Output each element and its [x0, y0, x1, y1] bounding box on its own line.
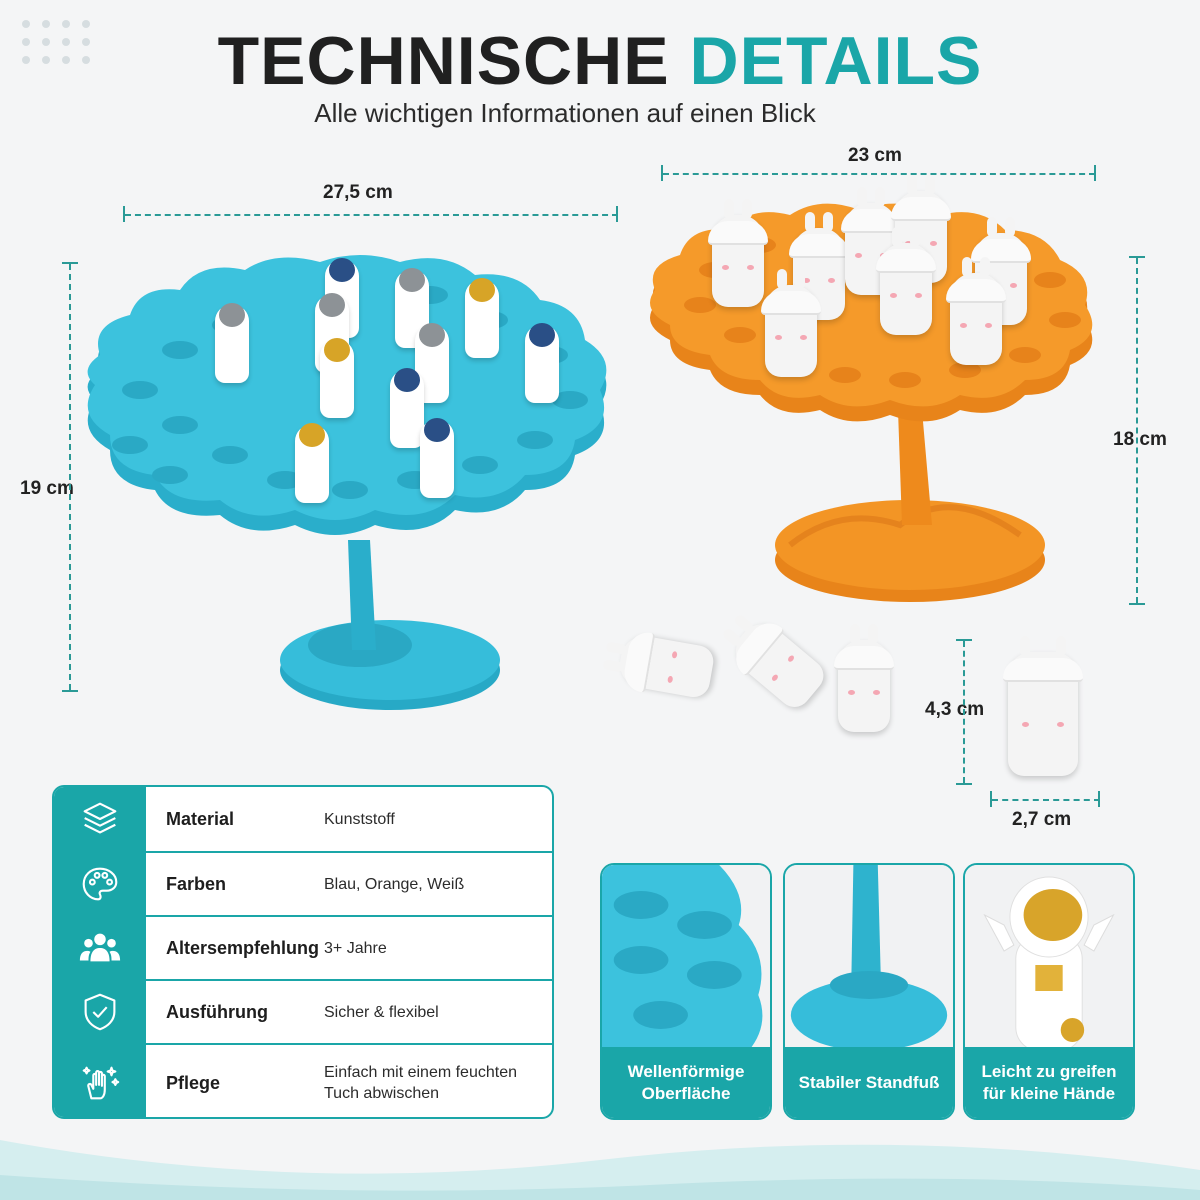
- feature-card-stable-base: Stabiler Standfuß: [783, 863, 955, 1120]
- dim-tick: [956, 783, 972, 785]
- dim-tick: [990, 791, 992, 807]
- feature-caption: Wellenförmige Oberfläche: [602, 1047, 770, 1118]
- feature-caption: Leicht zu greifen für kleine Hände: [965, 1047, 1133, 1118]
- layers-icon: [54, 787, 146, 851]
- figure-height-label: 4,3 cm: [925, 699, 985, 720]
- feature-caption: Stabiler Standfuß: [785, 1047, 953, 1118]
- bunny-figure: [708, 199, 768, 307]
- blue-height-line: [69, 264, 71, 690]
- astronaut-figure: [295, 423, 329, 503]
- spec-label: Ausführung: [166, 1001, 268, 1022]
- stable-base-photo: [785, 865, 953, 1051]
- shield-check-icon: [54, 981, 146, 1043]
- decorative-dots: [22, 20, 92, 64]
- spec-value: 3+ Jahre: [324, 939, 387, 957]
- spec-label: Material: [166, 808, 235, 829]
- astronaut-figure: [465, 278, 499, 358]
- dim-tick: [123, 206, 125, 222]
- dim-tick: [616, 206, 618, 222]
- orange-width-line: [663, 173, 1095, 175]
- dim-tick: [956, 639, 972, 641]
- blue-width-label: 27,5 cm: [323, 182, 393, 203]
- bunny-figure: [946, 257, 1006, 365]
- dim-tick: [1094, 165, 1096, 181]
- spec-label: Pflege: [166, 1072, 221, 1093]
- page-title: TECHNISCHE DETAILS: [0, 22, 1200, 100]
- orange-height-line: [1136, 258, 1138, 603]
- title-part-1: TECHNISCHE: [217, 23, 670, 99]
- dim-tick: [1129, 603, 1145, 605]
- spec-label: Altersempfehlung: [166, 937, 320, 958]
- figure-width-line: [992, 799, 1100, 801]
- people-icon: [54, 917, 146, 979]
- blue-width-line: [125, 214, 618, 216]
- dim-tick: [661, 165, 663, 181]
- dim-tick: [1129, 256, 1145, 258]
- page-subtitle: Alle wichtigen Informationen auf einen B…: [314, 98, 816, 128]
- feature-card-easy-grip: Leicht zu greifen für kleine Hände: [963, 863, 1135, 1120]
- title-part-2: DETAILS: [689, 23, 983, 99]
- spec-table: Material Kunststoff Farben Blau, Orange,…: [52, 785, 554, 1119]
- palette-icon: [54, 853, 146, 915]
- spec-value: Kunststoff: [324, 810, 395, 828]
- bunny-figure: [834, 624, 894, 732]
- bunny-figure-measured: [1003, 636, 1083, 776]
- orange-width-label: 23 cm: [848, 145, 902, 166]
- astronaut-closeup-photo: [965, 865, 1133, 1051]
- blue-balance-tree: [70, 250, 680, 740]
- dim-tick: [62, 690, 78, 692]
- bunny-figure: [761, 269, 821, 377]
- spec-value: Sicher & flexibel: [324, 1003, 439, 1021]
- feature-card-wavy-surface: Wellenförmige Oberfläche: [600, 863, 772, 1120]
- wavy-surface-photo: [602, 865, 770, 1051]
- astronaut-figure: [320, 338, 354, 418]
- spec-row-age: Altersempfehlung 3+ Jahre: [54, 915, 552, 979]
- spec-row-material: Material Kunststoff: [54, 787, 552, 851]
- spec-label: Farben: [166, 873, 227, 894]
- astronaut-figure: [525, 323, 559, 403]
- astronaut-figure: [390, 368, 424, 448]
- spec-value: Blau, Orange, Weiß: [324, 875, 465, 893]
- clean-hand-icon: [54, 1045, 146, 1117]
- dim-tick: [1098, 791, 1100, 807]
- spec-value: Einfach mit einem feuchten Tuch abwische…: [324, 1064, 517, 1102]
- figure-height-line: [963, 641, 965, 783]
- dim-tick: [62, 262, 78, 264]
- bottom-wave-decoration: [0, 1140, 1200, 1200]
- spec-row-care: Pflege Einfach mit einem feuchten Tuch a…: [54, 1043, 552, 1117]
- astronaut-figure: [420, 418, 454, 498]
- spec-row-colors: Farben Blau, Orange, Weiß: [54, 851, 552, 915]
- astronaut-figure: [215, 303, 249, 383]
- bunny-figure: [876, 227, 936, 335]
- spec-row-design: Ausführung Sicher & flexibel: [54, 979, 552, 1043]
- orange-balance-tree: [640, 175, 1120, 605]
- orange-height-label: 18 cm: [1113, 429, 1167, 450]
- figure-width-label: 2,7 cm: [1012, 809, 1072, 830]
- blue-height-label: 19 cm: [20, 478, 74, 499]
- bunny-figure-lying: [726, 614, 830, 714]
